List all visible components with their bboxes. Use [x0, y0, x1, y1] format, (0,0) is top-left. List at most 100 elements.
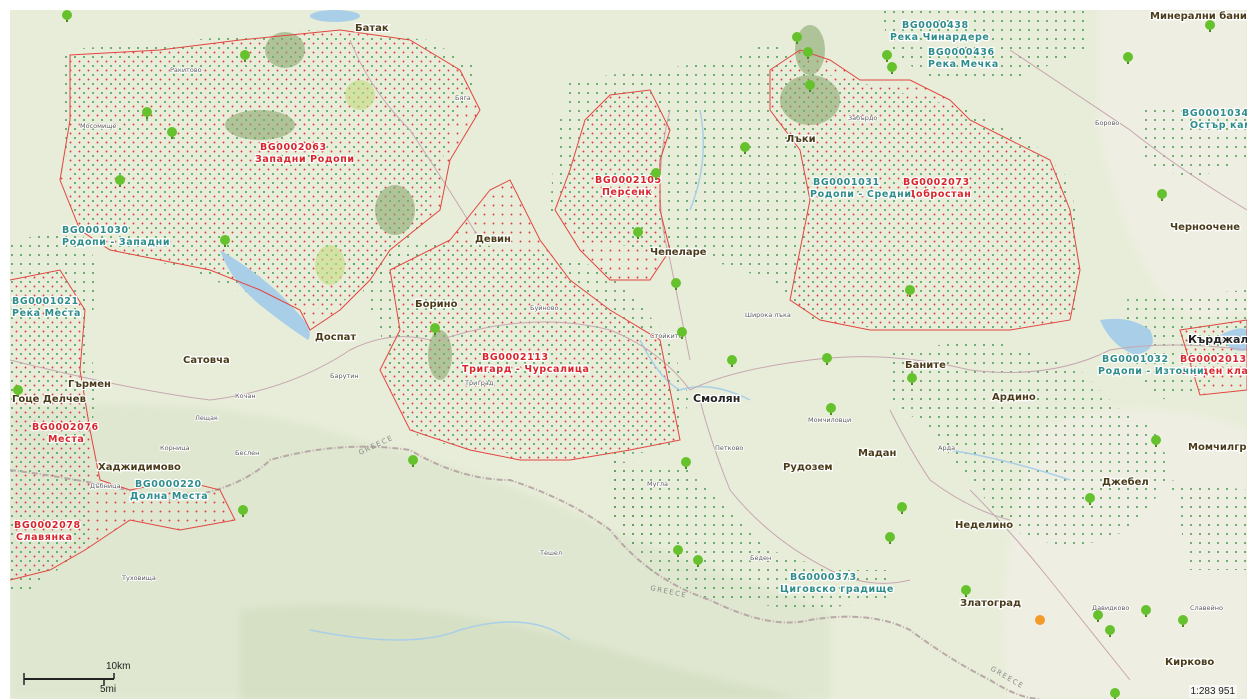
- zone-code-studen-kladenets: BG0002013: [1180, 354, 1247, 365]
- village-label: Давидково: [1092, 604, 1129, 612]
- tree-marker-icon[interactable]: [803, 47, 813, 59]
- tree-marker-icon[interactable]: [430, 323, 440, 335]
- tree-marker-icon[interactable]: [740, 142, 750, 154]
- tree-marker-icon[interactable]: [792, 32, 802, 44]
- village-label: Кочан: [235, 392, 256, 400]
- tree-marker-icon[interactable]: [1093, 610, 1103, 622]
- site-markers: [13, 10, 1215, 699]
- town-label: Неделино: [955, 520, 1013, 531]
- town-label: Мадан: [858, 448, 897, 459]
- tree-marker-icon[interactable]: [673, 545, 683, 557]
- town-label: Кирково: [1165, 657, 1214, 668]
- tree-marker-icon[interactable]: [805, 80, 815, 92]
- zone-name-river-mesta: Река Места: [12, 308, 81, 319]
- tree-marker-icon[interactable]: [1110, 688, 1120, 699]
- zone-name-chinardere: Река Чинардере: [890, 32, 989, 43]
- tree-marker-icon[interactable]: [408, 455, 418, 467]
- zone-code-ostar-kamak: BG0001034: [1182, 108, 1247, 119]
- town-label: Гърмен: [68, 379, 111, 390]
- zone-code-slavyanka: BG0002078: [14, 520, 81, 531]
- orange-marker-icon[interactable]: [1035, 615, 1045, 625]
- tree-marker-icon[interactable]: [13, 385, 23, 397]
- tree-marker-icon[interactable]: [681, 457, 691, 469]
- town-label: Смолян: [693, 392, 740, 405]
- village-label: Борово: [1095, 119, 1119, 127]
- tree-marker-icon[interactable]: [1123, 52, 1133, 64]
- zone-labels: BG0002063 Западни Родопи BG0002105 Персе…: [11, 19, 1247, 597]
- tree-marker-icon[interactable]: [1085, 493, 1095, 505]
- tree-marker-icon[interactable]: [885, 532, 895, 544]
- village-label: Дъбница: [90, 482, 121, 490]
- town-label: Хаджидимово: [98, 462, 181, 473]
- tree-marker-icon[interactable]: [693, 555, 703, 567]
- tree-marker-icon[interactable]: [907, 373, 917, 385]
- scale-bar: 10km 5mi: [20, 661, 130, 699]
- zone-code-rhodopes-west: BG0001030: [62, 225, 129, 236]
- tree-marker-icon[interactable]: [240, 50, 250, 62]
- village-label: Лещак: [195, 414, 218, 422]
- tree-marker-icon[interactable]: [115, 175, 125, 187]
- tree-marker-icon[interactable]: [167, 127, 177, 139]
- tree-marker-icon[interactable]: [62, 10, 72, 22]
- village-label: Мосомище: [80, 122, 116, 130]
- tree-marker-icon[interactable]: [220, 235, 230, 247]
- zone-name-western-rhodopes: Западни Родопи: [255, 154, 355, 165]
- forest-patches: [225, 25, 840, 380]
- tree-marker-icon[interactable]: [822, 353, 832, 365]
- tree-marker-icon[interactable]: [897, 502, 907, 514]
- zone-name-mechka: Река Мечка: [928, 59, 999, 70]
- tree-marker-icon[interactable]: [142, 107, 152, 119]
- village-label: Широка лъка: [745, 311, 791, 319]
- zone-name-rhodopes-west: Родопи - Западни: [62, 237, 170, 248]
- town-label: Чепеларе: [650, 247, 707, 258]
- village-label: Беден: [750, 554, 771, 562]
- tree-marker-icon[interactable]: [905, 285, 915, 297]
- tree-marker-icon[interactable]: [826, 403, 836, 415]
- town-label: Баните: [905, 360, 946, 371]
- tree-marker-icon[interactable]: [887, 62, 897, 74]
- town-label: Кърджали: [1188, 333, 1247, 346]
- zone-code-chinardere: BG0000438: [902, 20, 969, 31]
- village-label: Туховища: [121, 574, 156, 582]
- tree-marker-icon[interactable]: [961, 585, 971, 597]
- village-label: Славейно: [1190, 604, 1223, 612]
- road-layer: [10, 39, 1247, 681]
- tree-marker-icon[interactable]: [1157, 189, 1167, 201]
- town-label: Момчилград: [1188, 442, 1247, 453]
- zone-name-rhodopes-east: Родопи - Източни: [1098, 366, 1204, 377]
- village-label: Бяга: [455, 94, 471, 102]
- zone-name-slavyanka: Славянка: [16, 532, 73, 543]
- map-layers: GREECE GREECE GREECE BG0002063 Западни Р…: [10, 10, 1247, 699]
- tree-marker-icon[interactable]: [651, 168, 661, 180]
- village-label: Арда: [938, 444, 955, 452]
- tree-marker-icon[interactable]: [1141, 605, 1151, 617]
- tree-marker-icon[interactable]: [677, 327, 687, 339]
- zone-name-studen-kladenets: Студен кладенец: [1180, 366, 1247, 377]
- tree-marker-icon[interactable]: [671, 278, 681, 290]
- zone-code-mechka: BG0000436: [928, 47, 995, 58]
- village-label: Ракитово: [170, 66, 202, 74]
- town-label: Рудозем: [783, 462, 833, 473]
- village-label: Забърдо: [848, 114, 877, 122]
- tree-marker-icon[interactable]: [1151, 435, 1161, 447]
- tree-marker-icon[interactable]: [1178, 615, 1188, 627]
- village-label: Корница: [160, 444, 190, 452]
- town-label: Джебел: [1102, 476, 1149, 488]
- tree-marker-icon[interactable]: [1105, 625, 1115, 637]
- zone-name-lower-mesta: Долна Места: [130, 491, 208, 502]
- zone-code-trigrad: BG0002113: [482, 352, 549, 363]
- tree-marker-icon[interactable]: [1205, 20, 1215, 32]
- scale-ratio: 1:283 951: [1188, 685, 1237, 698]
- town-label: Гоце Делчев: [12, 394, 86, 405]
- tree-marker-icon[interactable]: [882, 50, 892, 62]
- zone-name-mesta: Места: [48, 434, 84, 445]
- town-labels: Батак Девин Доспат Борино Смолян Чепелар…: [11, 10, 1247, 669]
- tree-marker-icon[interactable]: [727, 355, 737, 367]
- town-label: Черноочене: [1170, 222, 1240, 233]
- scale-metric-label: 10km: [106, 661, 131, 672]
- zone-code-mesta: BG0002076: [32, 422, 99, 433]
- zone-code-river-mesta: BG0001021: [12, 296, 79, 307]
- tree-marker-icon[interactable]: [238, 505, 248, 517]
- map-canvas[interactable]: GREECE GREECE GREECE BG0002063 Западни Р…: [10, 10, 1247, 699]
- tree-marker-icon[interactable]: [633, 227, 643, 239]
